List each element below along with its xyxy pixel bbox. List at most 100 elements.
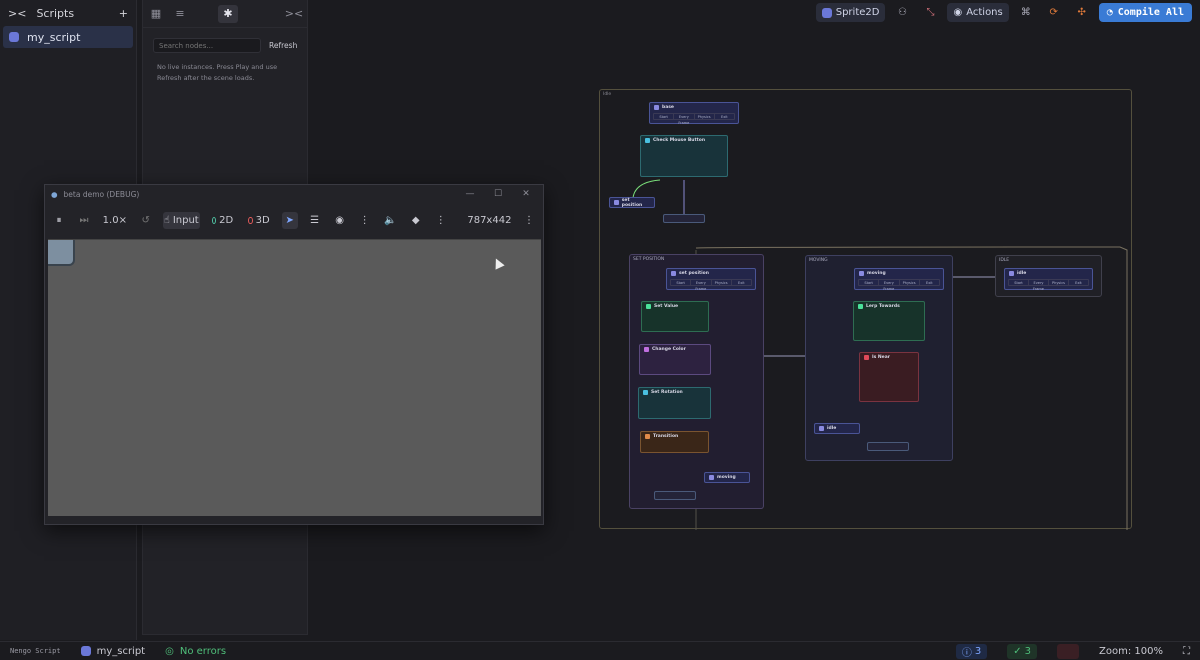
tab-physics[interactable]: Physics: [1049, 280, 1069, 285]
node-is-near[interactable]: Is Near: [859, 352, 919, 402]
move-icon[interactable]: ✣: [1077, 7, 1086, 18]
script-item-my-script[interactable]: my_script: [3, 26, 133, 48]
tab-exit[interactable]: Exit: [738, 281, 745, 285]
error-badge[interactable]: [1057, 643, 1080, 659]
mode-2d-label: 2D: [219, 214, 234, 226]
node-moving-ref[interactable]: moving: [704, 472, 750, 483]
collapse-panel-icon[interactable]: ><: [284, 7, 304, 20]
node-transition[interactable]: Transition: [640, 431, 709, 453]
node-title: base: [662, 105, 674, 110]
tab-start[interactable]: Start: [671, 280, 692, 285]
step-icon[interactable]: ⏭: [79, 214, 89, 226]
sync-icon[interactable]: ⟳: [1049, 7, 1058, 18]
sliders-icon[interactable]: ≡: [175, 7, 185, 20]
tab-start[interactable]: Start: [859, 280, 880, 285]
node-set-value[interactable]: Set Value: [641, 301, 709, 332]
target-chip[interactable]: Sprite2D: [815, 3, 886, 22]
list-icon[interactable]: ☰: [310, 214, 320, 226]
tab-exit[interactable]: Exit: [926, 281, 933, 285]
info-badge[interactable]: ⓘ 3: [955, 643, 988, 659]
node-add[interactable]: [867, 442, 909, 451]
user-icon[interactable]: ⚇: [897, 7, 907, 18]
state-set-position[interactable]: SET POSITION: [629, 254, 764, 509]
tab-physics[interactable]: Physics: [712, 280, 732, 285]
node-title: Check Mouse Button: [653, 138, 706, 143]
add-script-icon[interactable]: +: [118, 6, 128, 20]
maximize-icon[interactable]: ☐: [493, 189, 503, 199]
tab-start[interactable]: Start: [654, 114, 675, 119]
command-icon[interactable]: ⌘: [1020, 7, 1031, 18]
zoom-readout: Zoom: 100%: [1099, 645, 1163, 657]
info-icon: ⓘ: [961, 647, 972, 659]
compile-all-button[interactable]: ◔ Compile All: [1098, 3, 1192, 22]
node-add[interactable]: [654, 491, 696, 500]
script-icon: [9, 32, 19, 42]
hidden-tab-icon[interactable]: [194, 5, 214, 23]
speaker-icon[interactable]: 🔈: [383, 214, 397, 226]
node-check-mouse[interactable]: Check Mouse Button: [640, 135, 728, 177]
play-circle-icon: ◔: [1106, 7, 1113, 18]
shrink-icon[interactable]: ⤡: [926, 7, 935, 18]
active-script[interactable]: my_script: [80, 645, 146, 657]
node-lerp-towards[interactable]: Lerp Towards: [853, 301, 925, 341]
more-icon-2[interactable]: ⋮: [435, 214, 446, 226]
node-title: moving: [717, 475, 736, 480]
search-nodes-input[interactable]: [153, 38, 261, 53]
node-set-position-ref[interactable]: set position: [609, 197, 655, 208]
tab-physics[interactable]: Physics: [900, 280, 920, 285]
speed-selector[interactable]: 1.0×: [102, 214, 127, 226]
debug-window[interactable]: ● beta demo (DEBUG) — ☐ ✕ ⏸ ⏭ 1.0× ↺ ☝ I…: [44, 184, 544, 525]
input-toggle[interactable]: ☝ Input: [162, 211, 200, 229]
tab-every-frame[interactable]: Every Frame: [691, 280, 712, 291]
tab-start[interactable]: Start: [1009, 280, 1029, 285]
tab-every-frame[interactable]: Every Frame: [1029, 280, 1049, 291]
tab-exit[interactable]: Exit: [721, 115, 728, 119]
refresh-button[interactable]: Refresh: [265, 41, 301, 50]
node-add[interactable]: [663, 214, 705, 223]
node-idle-ref[interactable]: idle: [814, 423, 860, 434]
mode-3d-button[interactable]: 3D: [245, 212, 272, 229]
minimize-icon[interactable]: —: [465, 189, 475, 199]
app-icon: ●: [51, 189, 58, 199]
tab-every-frame[interactable]: Every Frame: [674, 114, 695, 125]
ok-badge[interactable]: ✓ 3: [1007, 643, 1038, 659]
more-icon[interactable]: ⋮: [359, 214, 370, 226]
node-change-color[interactable]: Change Color: [639, 344, 711, 375]
bug-icon[interactable]: ✱: [218, 4, 238, 23]
actions-button[interactable]: ◉ Actions: [947, 3, 1009, 22]
tab-every-frame[interactable]: Every Frame: [879, 280, 900, 291]
close-icon[interactable]: ✕: [522, 189, 530, 199]
more-icon-3[interactable]: ⋮: [524, 214, 535, 226]
tab-physics[interactable]: Physics: [695, 114, 715, 119]
error-status[interactable]: ◎ No errors: [165, 646, 226, 657]
node-icon: [644, 347, 649, 352]
node-icon: [614, 200, 619, 205]
node-title: Transition: [653, 434, 679, 439]
tab-exit[interactable]: Exit: [1075, 281, 1082, 285]
node-set-rotation[interactable]: Set Rotation: [638, 387, 711, 419]
sprite[interactable]: [48, 240, 75, 266]
game-viewport[interactable]: [48, 239, 541, 516]
target-label: Sprite2D: [835, 7, 880, 18]
grid-icon[interactable]: ▦: [150, 7, 162, 20]
empty-message: No live instances. Press Play and use Re…: [157, 63, 278, 82]
mode-2d-button[interactable]: 2D: [209, 212, 236, 229]
node-title: idle: [1017, 271, 1027, 276]
active-script-label: my_script: [96, 645, 146, 657]
eye-icon[interactable]: ◉: [335, 214, 345, 226]
camera-icon[interactable]: ◆: [411, 214, 420, 226]
collapse-icon[interactable]: ><: [8, 6, 27, 20]
pause-icon[interactable]: ⏸: [56, 214, 62, 226]
node-title: Lerp Towards: [866, 304, 900, 309]
select-tool-icon[interactable]: ➤: [281, 211, 298, 229]
fit-view-icon[interactable]: ⛶: [1183, 645, 1190, 657]
reset-icon[interactable]: ↺: [141, 214, 150, 226]
